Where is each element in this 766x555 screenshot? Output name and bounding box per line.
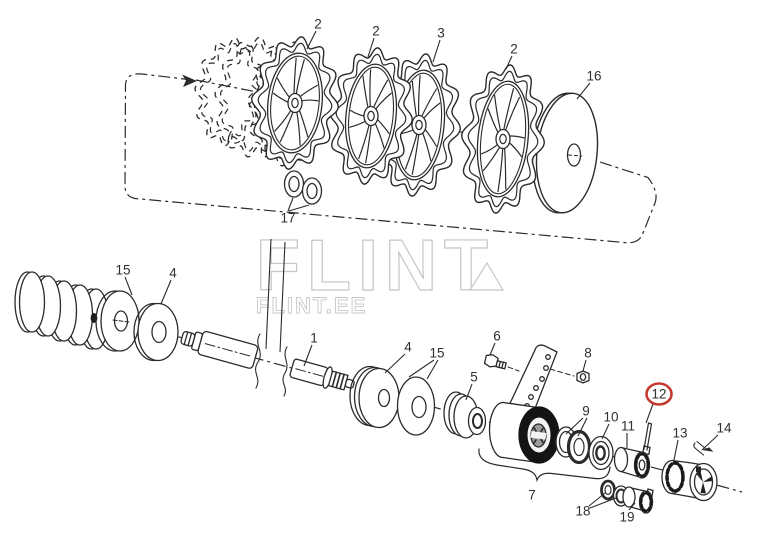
part-label-2: 2 <box>314 17 322 32</box>
leader-line <box>160 279 172 305</box>
part-label-7: 7 <box>528 488 536 503</box>
disc-16 <box>531 92 599 214</box>
hub-drum-7 <box>488 401 560 464</box>
leader-line <box>576 82 591 100</box>
washer-15 <box>95 290 140 352</box>
watermark-domain: FLINT.EE <box>256 293 367 318</box>
part-label-15: 15 <box>115 263 130 278</box>
leader-line <box>408 359 435 378</box>
leader-line <box>432 39 441 63</box>
ghost-wheel-outline <box>194 37 266 147</box>
spacer-4 <box>349 365 400 429</box>
leader-line <box>505 55 513 70</box>
pin-12 <box>643 422 653 451</box>
part-label-11: 11 <box>621 419 635 434</box>
part-label-2: 2 <box>510 42 518 57</box>
washer-15b <box>396 376 436 436</box>
nut-8 <box>576 370 590 384</box>
part-label-18: 18 <box>575 504 590 519</box>
leader-line <box>426 359 439 380</box>
bushing-19 <box>622 486 654 514</box>
leader-line <box>306 30 317 50</box>
axis-arrow-icon <box>182 74 197 87</box>
watermark: FLINT FLINT.EE <box>255 225 505 318</box>
part-label-4: 4 <box>404 340 412 355</box>
leader-line <box>465 383 473 401</box>
leader-line <box>287 197 294 212</box>
bushings-17 <box>283 170 323 205</box>
part-label-5: 5 <box>470 370 478 385</box>
washer-4 <box>133 302 179 362</box>
leader-line <box>588 492 606 507</box>
part-label-13: 13 <box>672 426 687 441</box>
leader-line <box>628 502 636 511</box>
brace-7 <box>478 448 611 483</box>
leader-line <box>288 204 310 212</box>
leader-arrow-icon <box>702 447 714 452</box>
leader-line <box>489 342 496 356</box>
leader-line <box>589 497 617 509</box>
ratchet-cap-13 <box>661 459 718 502</box>
leader-line <box>565 417 584 435</box>
ghost-wheel-outline <box>214 36 294 158</box>
collar-5 <box>443 391 487 439</box>
part-label-15: 15 <box>429 346 444 361</box>
watermark-brand: FLINT <box>256 226 495 306</box>
shaft-hub-assembly <box>14 271 718 514</box>
leader-line <box>601 423 610 440</box>
leader-line <box>124 276 133 296</box>
leader-line <box>582 359 587 372</box>
part-label-4: 4 <box>169 266 177 281</box>
part-label-10: 10 <box>603 410 618 425</box>
leader-line <box>303 344 313 367</box>
seals-9 <box>555 426 592 465</box>
part-label-3: 3 <box>437 26 445 41</box>
spacer-stack <box>14 271 110 350</box>
part-label-17: 17 <box>280 211 295 226</box>
bushing-11 <box>613 445 651 479</box>
highlighted-part-callout <box>645 382 673 406</box>
part-label-12: 12 <box>651 387 666 402</box>
packer-wheels <box>250 36 599 214</box>
part-label-16: 16 <box>586 69 601 84</box>
leader-line <box>701 434 719 451</box>
bolt-6 <box>483 354 507 370</box>
part-label-8: 8 <box>584 346 592 361</box>
leader-line <box>384 353 406 374</box>
part-label-14: 14 <box>716 421 732 436</box>
packer-wheel <box>250 36 340 170</box>
part-label-1: 1 <box>310 331 318 346</box>
part-label-19: 19 <box>619 510 634 525</box>
leader-line <box>673 439 679 461</box>
leader-line <box>645 403 654 424</box>
part-label-9: 9 <box>582 404 590 419</box>
packer-wheel <box>460 64 546 214</box>
leader-line <box>367 37 375 58</box>
shaft-1 <box>180 330 355 397</box>
part-label-6: 6 <box>493 329 501 344</box>
leader-line <box>577 417 588 437</box>
part-label-2: 2 <box>372 24 380 39</box>
bearing-10 <box>588 435 614 471</box>
watermark-triangle-icon <box>468 261 505 291</box>
